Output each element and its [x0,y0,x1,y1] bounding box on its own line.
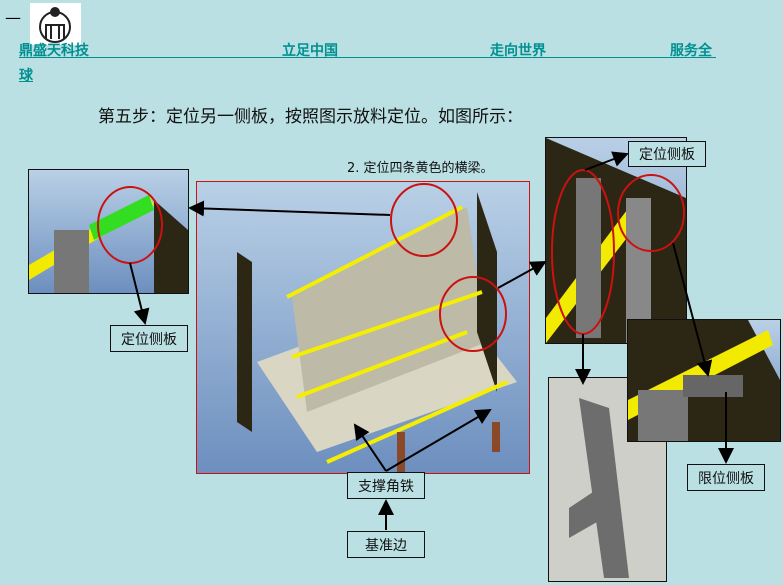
nav-link-company[interactable]: 鼎盛天科技 [19,43,89,59]
nav-link-service[interactable]: 服务全 [670,43,712,59]
company-logo [30,3,81,45]
label-reference-edge: 基准边 [347,531,425,558]
detail-image-left [28,169,189,294]
dash-mark: — [5,8,21,27]
nav-link-world[interactable]: 走向世界 [490,43,546,59]
detail-image-top-right [545,137,687,344]
nav-underline [19,57,716,58]
nav-link-china[interactable]: 立足中国 [282,43,338,59]
label-support-angle: 支撑角铁 [347,472,425,499]
label-positioning-plate-left: 定位侧板 [110,325,188,352]
figure-caption: 2. 定位四条黄色的横梁。 [347,161,494,176]
label-limit-plate: 限位侧板 [687,464,765,491]
label-positioning-plate-top: 定位侧板 [628,141,706,167]
nav-link-global[interactable]: 球 [19,68,33,84]
step-instruction: 第五步：定位另一侧板，按照图示放料定位。如图所示： [98,107,523,127]
main-fixture-image [196,181,530,474]
detail-image-right [627,319,781,442]
